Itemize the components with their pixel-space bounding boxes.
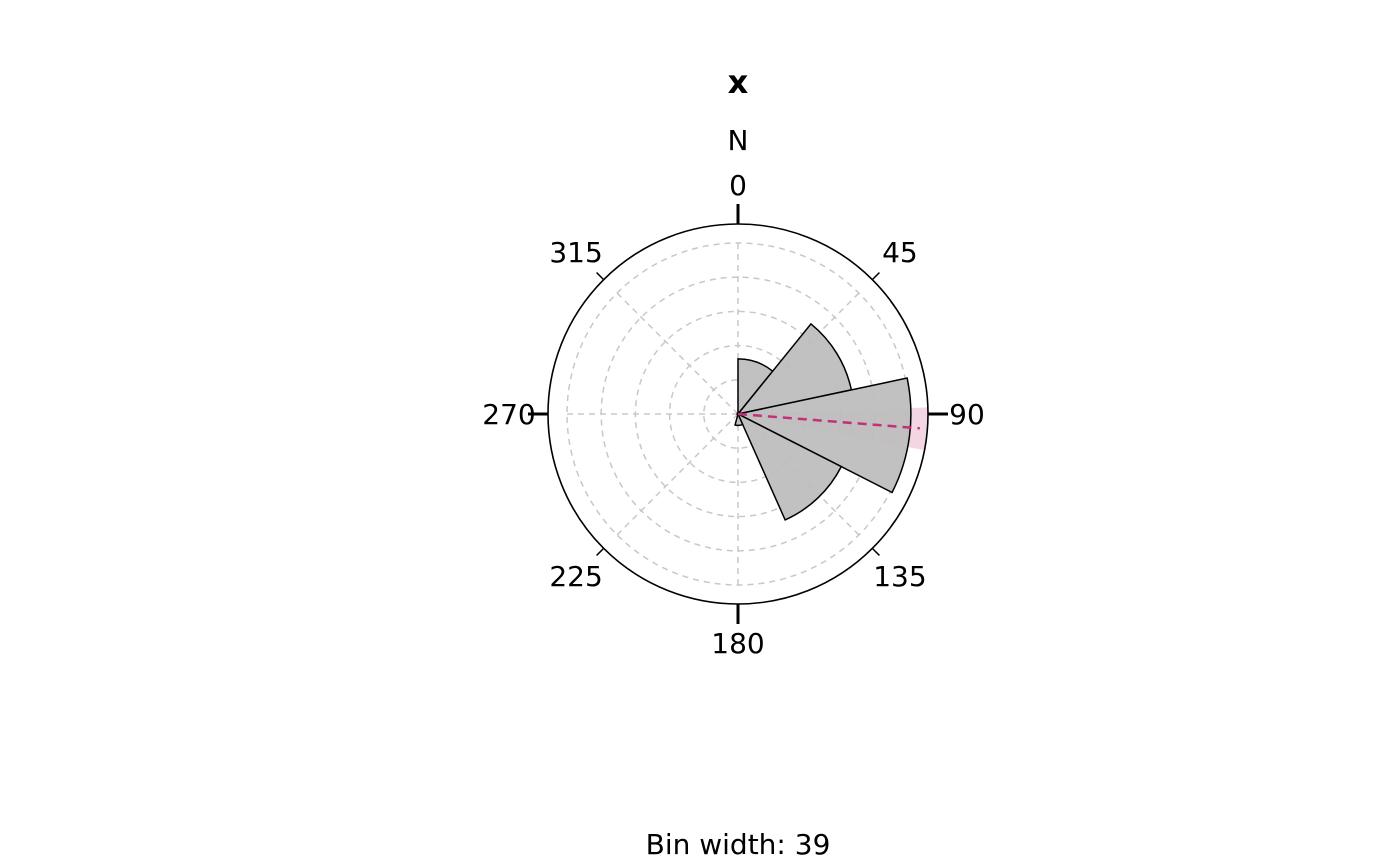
angle-tick-label: 225	[549, 560, 602, 593]
grid-radial-line	[616, 413, 739, 536]
angle-tick	[871, 547, 880, 556]
angle-tick-label: 135	[873, 560, 926, 593]
mean-direction-line	[737, 412, 920, 430]
ticks-layer: 0 45 90 135 180 225 270 315	[482, 169, 985, 660]
angle-tick	[596, 547, 605, 556]
rose-bar	[734, 411, 744, 427]
rose-bar	[736, 322, 853, 416]
angle-tick-label: 0	[729, 169, 747, 202]
angle-tick-label: 315	[549, 236, 602, 269]
bars-layer	[734, 322, 912, 521]
north-label: N	[728, 124, 749, 157]
bin-width-footer: Bin width: 39	[646, 828, 831, 861]
mean-layer	[737, 412, 920, 430]
rose-bar	[735, 377, 912, 494]
grid-radial-line	[616, 292, 739, 415]
angle-tick-label: 90	[949, 398, 985, 431]
rose-bar	[736, 412, 843, 521]
angle-tick	[871, 272, 880, 281]
angle-tick-label: 180	[711, 627, 764, 660]
angle-tick-label: 270	[482, 398, 535, 431]
angle-tick-label: 45	[882, 236, 918, 269]
chart-title: x	[728, 63, 749, 101]
angle-tick	[596, 272, 605, 281]
